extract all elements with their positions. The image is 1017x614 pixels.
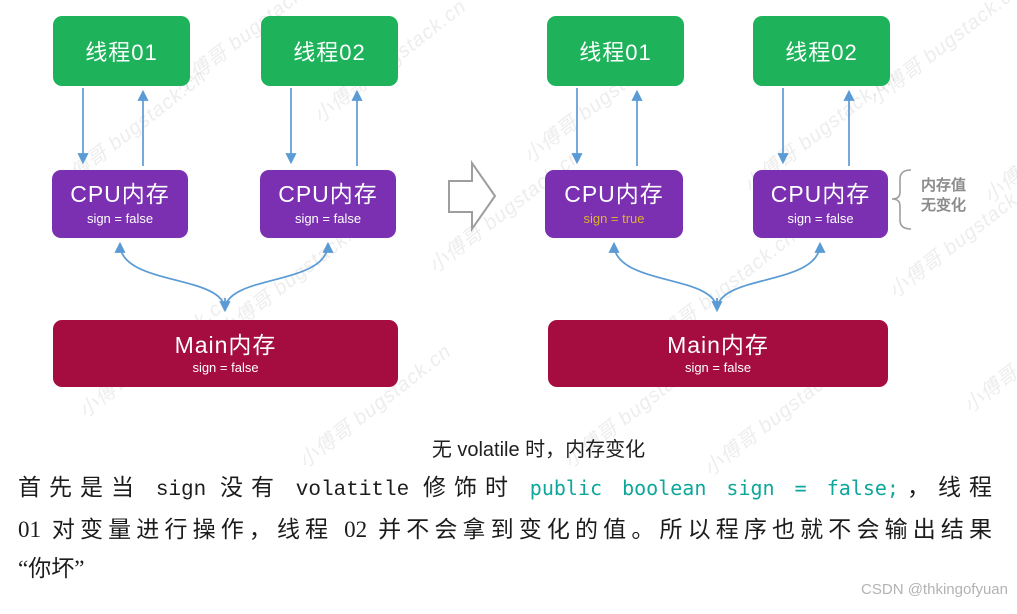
- cpu-memory-box: CPU内存 sign = false: [753, 170, 888, 238]
- cpu-memory-title: CPU内存: [278, 181, 378, 207]
- paragraph-line: 首先是当 sign 没有 volatitle 修饰时 public boolea…: [18, 468, 992, 510]
- annotation-brace: [891, 169, 912, 230]
- figure-caption: 无 volatile 时，内存变化: [431, 439, 646, 461]
- text-run: 修饰时: [409, 475, 530, 500]
- cpu-memory-box: CPU内存 sign = false: [260, 170, 396, 238]
- main-memory-box: Main内存 sign = false: [548, 320, 888, 387]
- paragraph-line: 01 对变量进行操作，线程 02 并不会拿到变化的值。所以程序也就不会输出结果: [18, 510, 992, 549]
- thread-box: 线程01: [53, 16, 190, 86]
- note-line: 内存值: [921, 177, 967, 194]
- paragraph-line: “你坏”: [18, 549, 992, 588]
- text-run: 首先是当: [18, 475, 156, 500]
- text-run: “你坏”: [18, 556, 85, 581]
- main-memory-box: Main内存 sign = false: [53, 320, 398, 387]
- cpu-memory-value-highlight: sign = true: [583, 211, 645, 226]
- thread-box: 线程02: [261, 16, 398, 86]
- cpu-memory-box: CPU内存 sign = true: [545, 170, 683, 238]
- main-memory-value: sign = false: [192, 359, 259, 375]
- thread-label: 线程02: [293, 40, 366, 65]
- note-line: 无变化: [921, 197, 967, 214]
- arrow-layer: [77, 88, 912, 313]
- cpu-memory-title: CPU内存: [564, 181, 664, 207]
- thread-box: 线程01: [547, 16, 684, 86]
- main-memory-title: Main内存: [667, 331, 769, 358]
- csdn-credit: CSDN @thkingofyuan: [861, 581, 1008, 598]
- text-run: 01 对变量进行操作，线程 02 并不会拿到变化的值。所以程序也就不会输出结果: [18, 517, 992, 542]
- memory-unchanged-note: 内存值 无变化: [921, 176, 966, 216]
- thread-box: 线程02: [753, 16, 890, 86]
- text-run: ，线程: [898, 475, 993, 500]
- main-memory-value: sign = false: [684, 359, 752, 375]
- cpu-memory-value: sign = false: [787, 211, 854, 226]
- text-run: sign: [155, 479, 207, 502]
- cpu-memory-value: sign = false: [86, 211, 154, 226]
- main-memory-title: Main内存: [174, 331, 277, 358]
- thread-label: 线程01: [579, 40, 652, 65]
- inline-code: public boolean sign = false;: [529, 476, 899, 500]
- body-paragraph: 首先是当 sign 没有 volatitle 修饰时 public boolea…: [18, 468, 992, 588]
- text-run: volatitle: [295, 479, 410, 502]
- thread-label: 线程01: [85, 40, 158, 65]
- cpu-memory-value: sign = false: [294, 211, 362, 226]
- right-diagram-arrows: [571, 88, 855, 313]
- cpu-memory-box: CPU内存 sign = false: [52, 170, 188, 238]
- cpu-memory-title: CPU内存: [770, 181, 871, 207]
- thread-label: 线程02: [785, 40, 858, 65]
- text-run: 没有: [206, 475, 296, 500]
- left-diagram-arrows: [77, 88, 363, 313]
- cpu-memory-title: CPU内存: [70, 181, 170, 207]
- transition-arrow: [448, 159, 497, 233]
